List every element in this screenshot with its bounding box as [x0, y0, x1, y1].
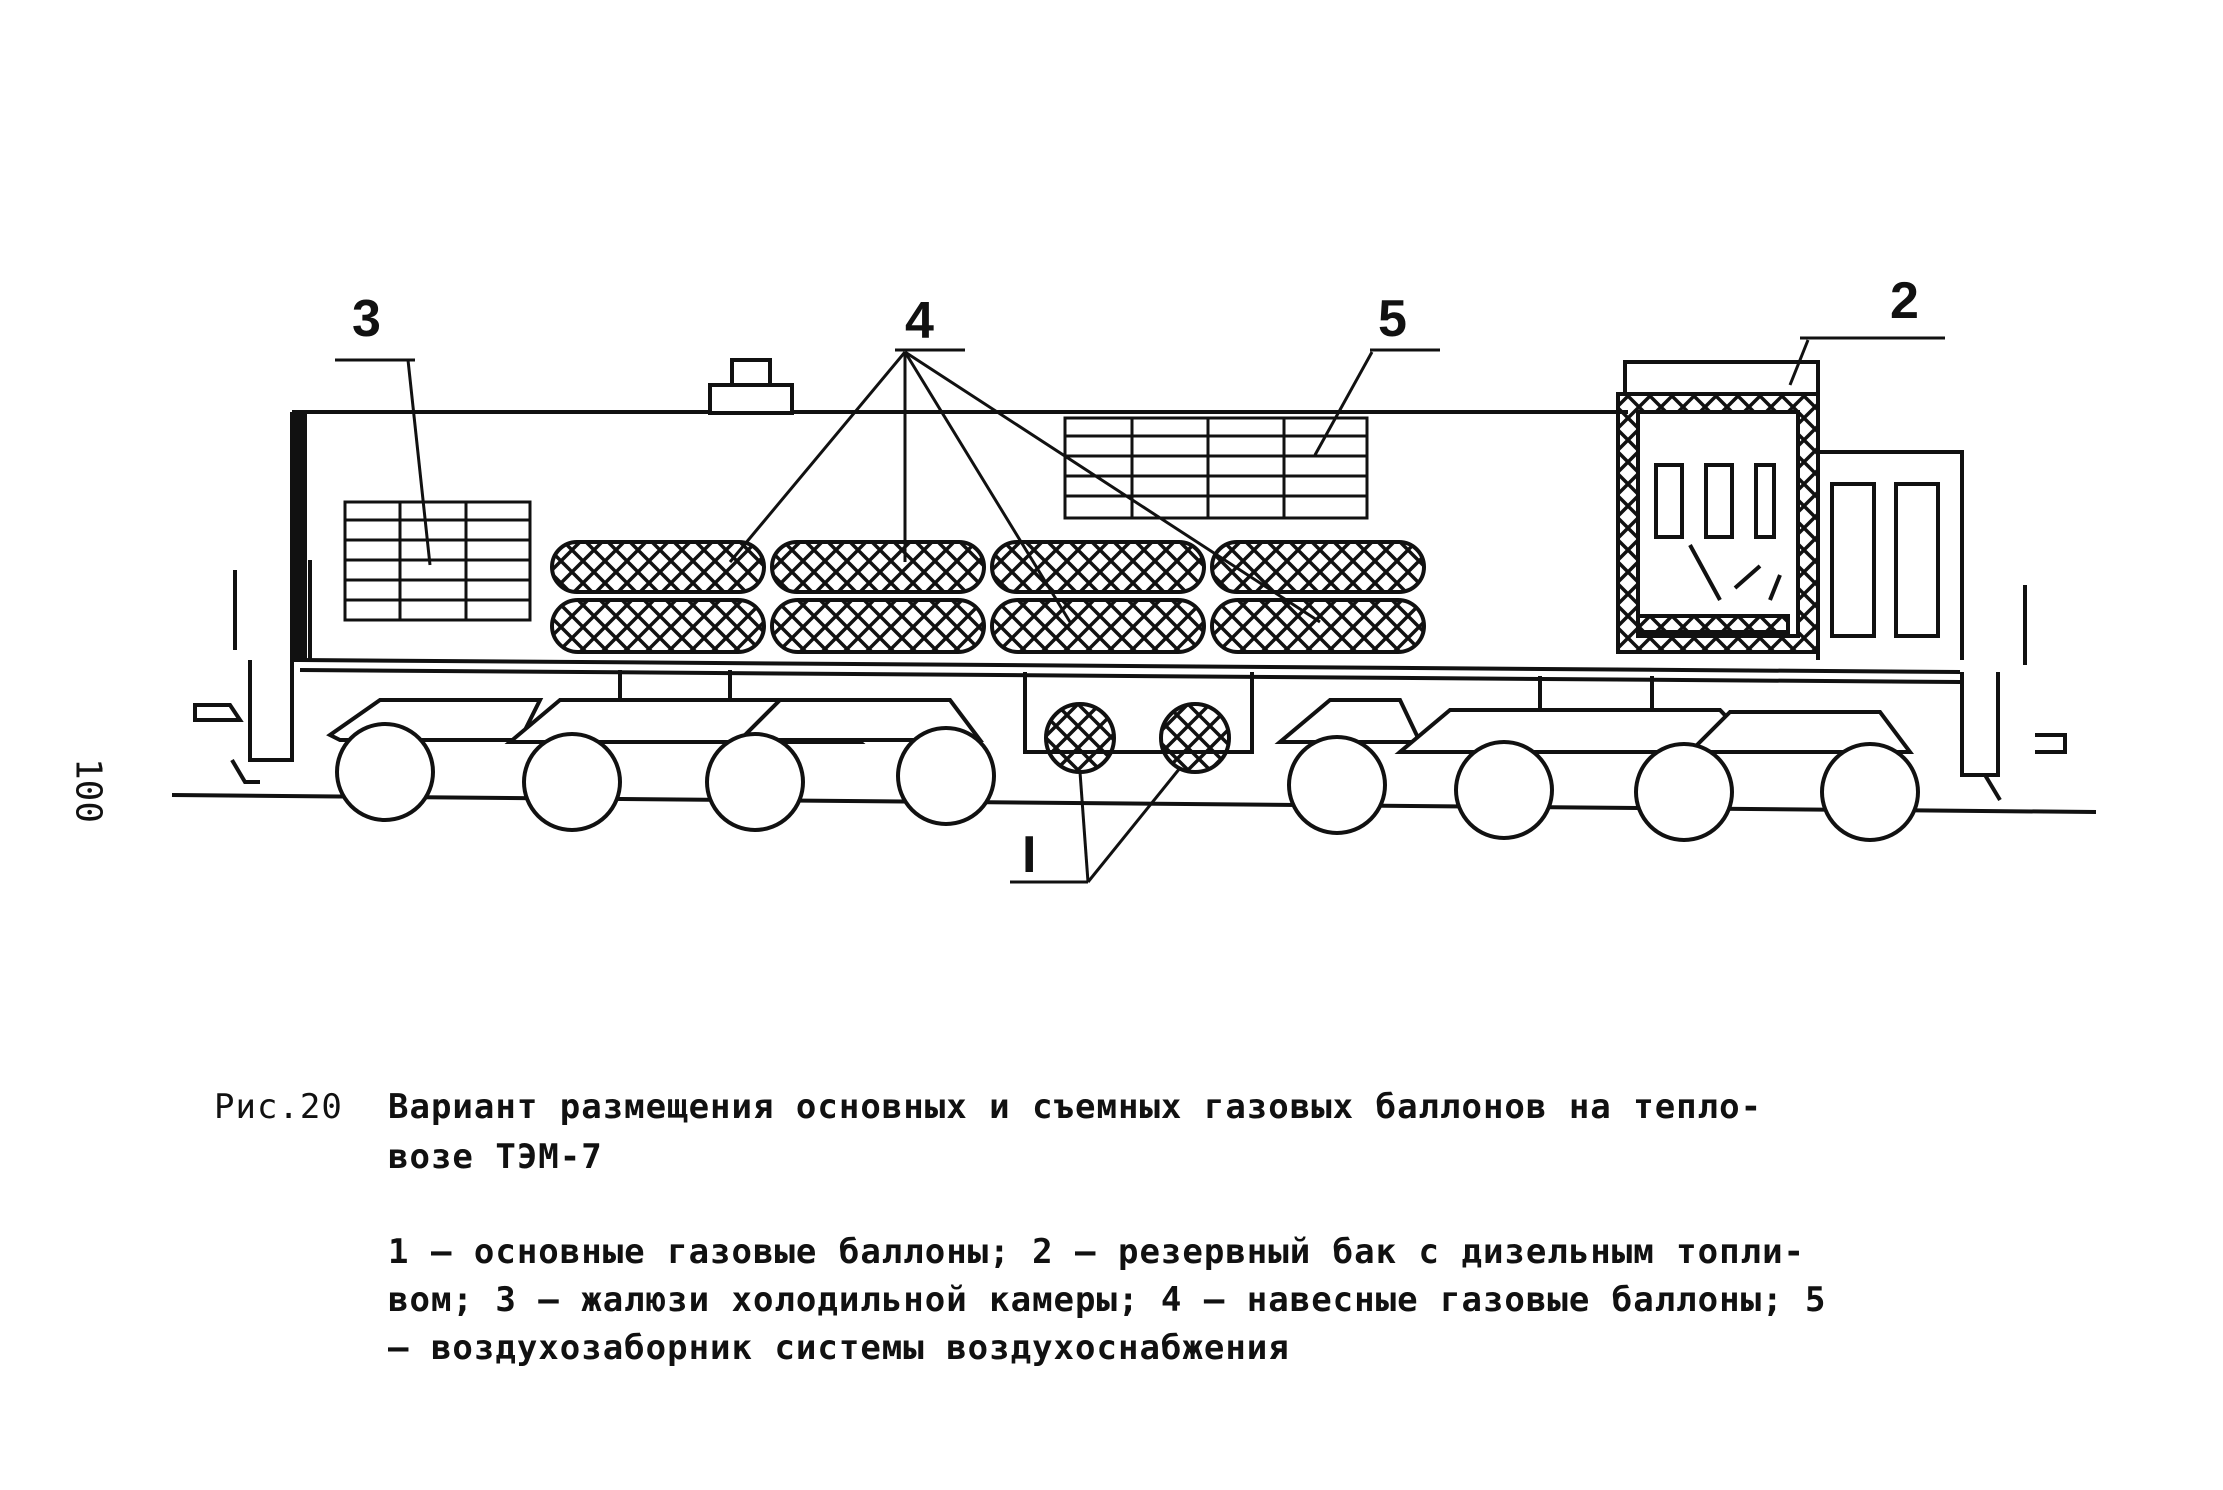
- air-intake: [1063, 416, 1369, 520]
- legend-line3: – воздухозаборник системы воздухоснабжен…: [388, 1328, 1290, 1368]
- figure-caption: Рис.20 Вариант размещения основных и съем…: [214, 1082, 2114, 1182]
- wheel: [1454, 740, 1554, 840]
- main-gas-cylinders: [1023, 672, 1254, 774]
- caption-title-line1: Вариант размещения основных и съемных га…: [388, 1087, 1763, 1127]
- caption-title-line2: возе ТЭМ-7: [388, 1137, 603, 1177]
- gas-cylinder: [550, 598, 766, 654]
- gas-cylinder: [1210, 598, 1426, 654]
- label-5: 5: [1378, 290, 1407, 348]
- main-cylinder: [1159, 702, 1231, 774]
- label-3: 3: [352, 290, 381, 348]
- locomotive-diagram: 3 4 5 2 I: [171, 272, 2097, 884]
- rail-line: [171, 793, 2097, 814]
- driver-cab: [1616, 360, 1964, 660]
- callout-leaders: [335, 336, 1945, 884]
- gas-cylinder: [770, 540, 986, 594]
- legend-line2: вом; 3 – жалюзи холодильной камеры; 4 – …: [388, 1280, 1827, 1320]
- wheel: [896, 726, 996, 826]
- wheel: [1820, 742, 1920, 842]
- wheel: [522, 732, 622, 832]
- gas-cylinder: [770, 598, 986, 654]
- label-4: 4: [905, 292, 934, 350]
- gas-cylinder: [990, 540, 1206, 594]
- wheel: [1287, 735, 1387, 835]
- wheel: [335, 722, 435, 822]
- legend-line1: 1 – основные газовые баллоны; 2 – резерв…: [388, 1232, 1806, 1272]
- gas-cylinder: [990, 598, 1206, 654]
- caption-number: Рис.20: [214, 1087, 343, 1127]
- hanging-gas-cylinders: [550, 540, 1426, 654]
- main-cylinder: [1044, 702, 1116, 774]
- gas-cylinder: [1210, 540, 1426, 594]
- bogies: [326, 670, 1920, 842]
- cooler-louvres: [343, 500, 532, 622]
- locomotive-body: [290, 358, 1961, 684]
- label-1: I: [1022, 826, 1036, 884]
- wheel: [705, 732, 805, 832]
- buffers: [193, 560, 2067, 802]
- label-2: 2: [1890, 272, 1919, 330]
- figure-legend: 1 – основные газовые баллоны; 2 – резерв…: [388, 1228, 2118, 1372]
- gas-cylinder: [550, 540, 766, 594]
- wheel: [1634, 742, 1734, 842]
